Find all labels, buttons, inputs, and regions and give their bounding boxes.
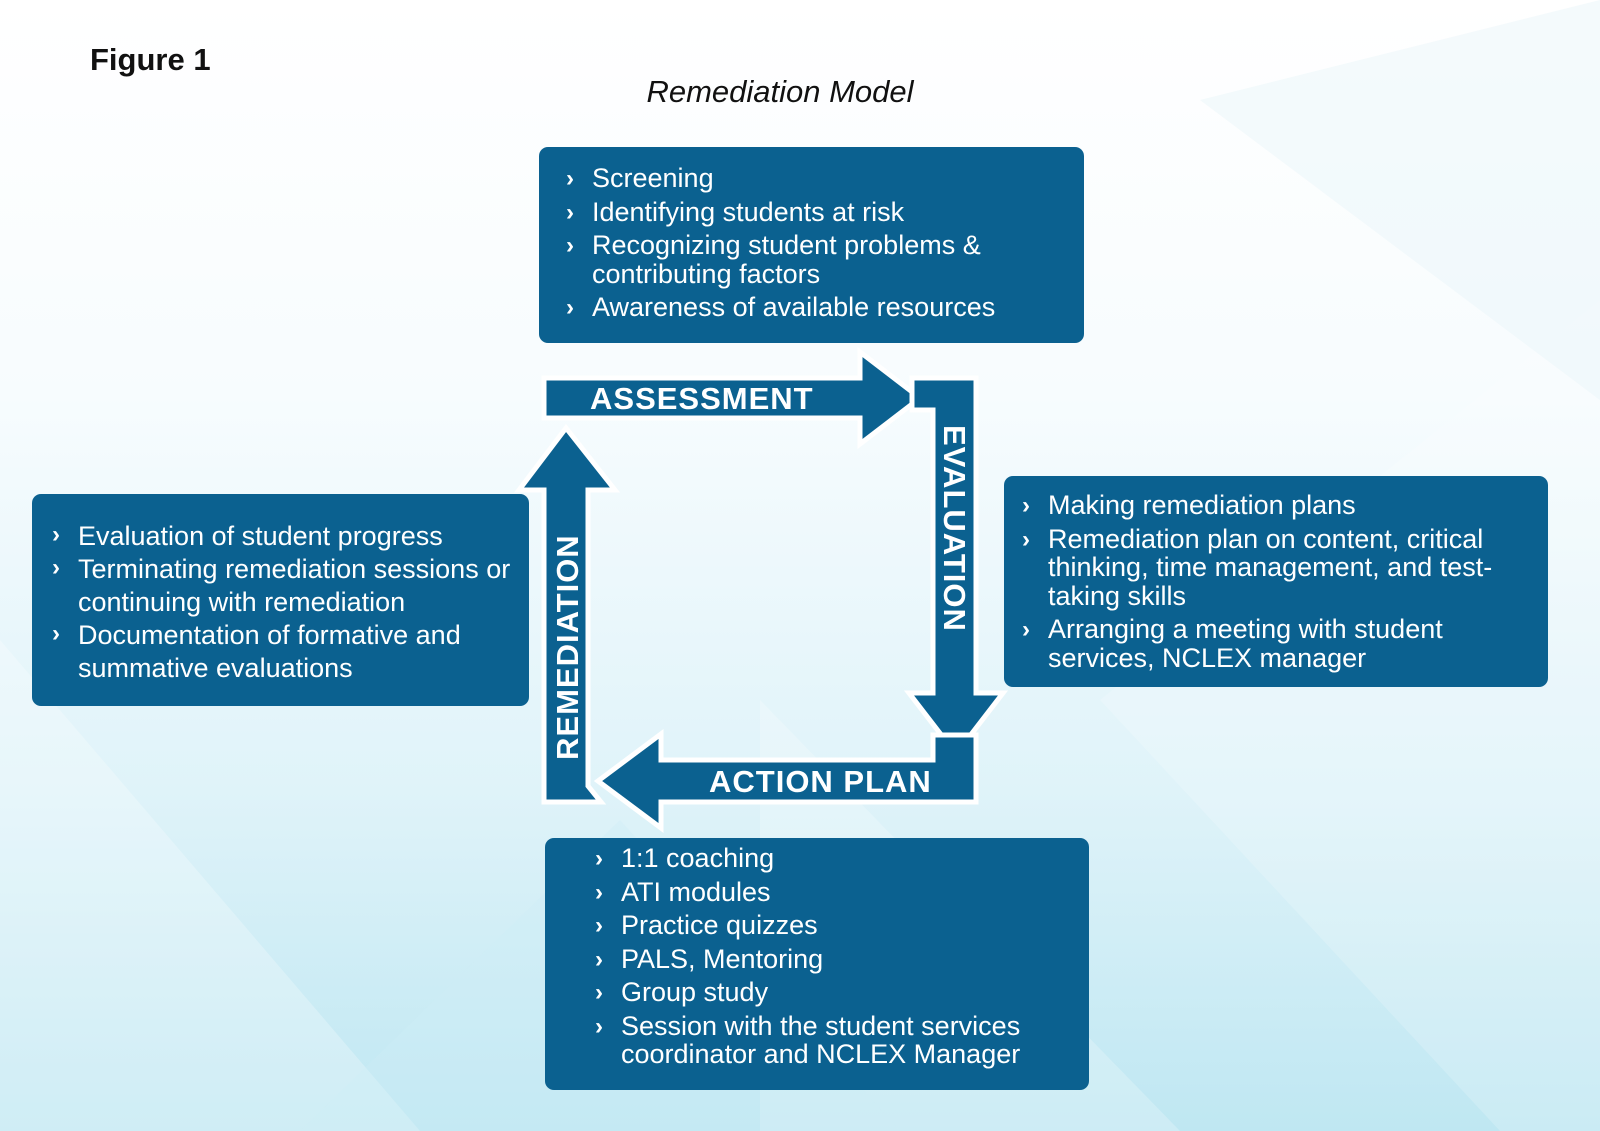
list-item: ›Terminating remediation sessions or con… xyxy=(52,554,511,617)
chevron-right-icon: › xyxy=(595,979,603,1006)
list-item: ›Arranging a meeting with student servic… xyxy=(1022,614,1443,673)
list-item: ›Remediation plan on content, critical t… xyxy=(1022,523,1493,611)
action-plan-arrow xyxy=(593,729,979,833)
chevron-right-icon: › xyxy=(52,554,60,581)
chevron-right-icon: › xyxy=(1022,492,1030,519)
list-item: ›Making remediation plans xyxy=(1022,490,1356,520)
list-item: ›Recognizing student problems & contribu… xyxy=(566,230,981,289)
chevron-right-icon: › xyxy=(1022,616,1030,643)
list-item: ›Identifying students at risk xyxy=(566,196,905,227)
list-item: ›PALS, Mentoring xyxy=(595,943,824,974)
evaluation-label: EVALUATION xyxy=(937,425,972,632)
chevron-right-icon: › xyxy=(566,294,574,321)
chevron-right-icon: › xyxy=(52,620,60,647)
list-item: ›ATI modules xyxy=(595,876,771,907)
chevron-right-icon: › xyxy=(566,232,574,259)
chevron-right-icon: › xyxy=(595,945,603,973)
list-item: ›Practice quizzes xyxy=(595,910,818,940)
list-item: ›Awareness of available resources xyxy=(566,292,996,322)
action-plan-label: ACTION PLAN xyxy=(709,764,932,799)
list-item: ›Group study xyxy=(595,977,769,1007)
chevron-right-icon: › xyxy=(1022,525,1030,553)
list-item: ›Evaluation of student progress xyxy=(52,521,443,551)
assessment-label: ASSESSMENT xyxy=(590,381,814,416)
list-item: ›Screening xyxy=(566,163,714,193)
chevron-right-icon: › xyxy=(595,878,603,906)
chevron-right-icon: › xyxy=(595,845,603,872)
list-item: ›Documentation of formative and summativ… xyxy=(52,620,461,683)
evaluation-list: ›Making remediation plans ›Remediation p… xyxy=(1022,491,1548,672)
evaluation-box: ›Making remediation plans ›Remediation p… xyxy=(1004,476,1548,687)
figure-label: Figure 1 xyxy=(90,42,211,77)
remediation-label: REMEDIATION xyxy=(550,534,585,760)
remediation-box: ›Evaluation of student progress ›Termina… xyxy=(32,494,529,706)
action-plan-box: ›1:1 coaching ›ATI modules ›Practice qui… xyxy=(545,838,1089,1090)
chevron-right-icon: › xyxy=(566,198,574,226)
chevron-right-icon: › xyxy=(566,165,574,192)
assessment-arrow xyxy=(541,346,925,450)
list-item: ›Session with the student services coord… xyxy=(595,1010,1021,1069)
remediation-list: ›Evaluation of student progress ›Termina… xyxy=(52,520,529,685)
assessment-list: ›Screening ›Identifying students at risk… xyxy=(566,164,1084,322)
chevron-right-icon: › xyxy=(52,521,60,548)
chevron-right-icon: › xyxy=(595,912,603,939)
evaluation-arrow xyxy=(903,375,1009,759)
chevron-right-icon: › xyxy=(595,1012,603,1040)
remediation-arrow xyxy=(513,423,621,805)
action-plan-list: ›1:1 coaching ›ATI modules ›Practice qui… xyxy=(595,844,1089,1069)
diagram-title: Remediation Model xyxy=(646,74,914,109)
assessment-box: ›Screening ›Identifying students at risk… xyxy=(539,147,1084,343)
list-item: ›1:1 coaching xyxy=(595,843,775,873)
